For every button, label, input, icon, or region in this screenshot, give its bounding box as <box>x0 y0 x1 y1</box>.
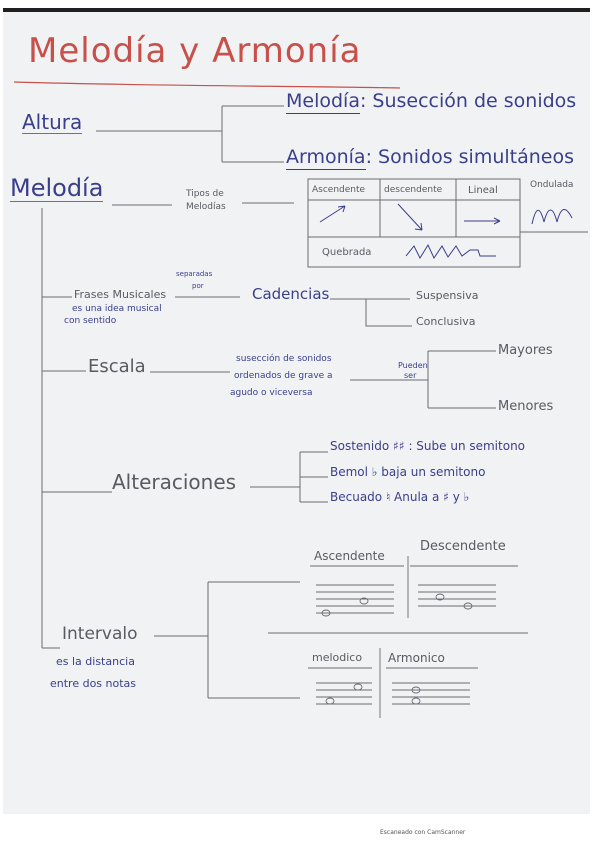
frases-desc-2: con sentido <box>64 316 117 326</box>
sostenido-item: Sostenido ♯♯ : Sube un semitono <box>330 439 526 453</box>
conclusiva-label: Conclusiva <box>416 315 476 328</box>
interval-armonico-label: Armonico <box>388 651 445 665</box>
escala-desc-1: susección de sonidos <box>236 354 332 364</box>
intervalo-desc-2: entre dos notas <box>50 677 137 690</box>
suspensiva-label: Suspensiva <box>416 289 479 302</box>
armonia-term: Armonía <box>286 146 366 170</box>
escala-label: Escala <box>88 356 146 377</box>
pueden-label-1: Pueden <box>398 361 428 370</box>
pueden-label-2: ser <box>404 371 417 380</box>
becuadro-item: Becuado ♮ Anula a ♯ y ♭ <box>330 490 470 504</box>
menores-label: Menores <box>498 399 554 414</box>
bemol-item: Bemol ♭ baja un semitono <box>330 465 486 479</box>
melodia-label: Melodía <box>10 174 104 202</box>
melody-type-descendente: descendente <box>384 185 443 195</box>
frases-label: Frases Musicales <box>74 288 167 301</box>
separadas-label-2: por <box>192 282 204 290</box>
tipos-label-2: Melodías <box>186 202 226 212</box>
melody-type-ondulada: Ondulada <box>530 180 574 190</box>
escala-desc-3: agudo o viceversa <box>230 388 313 398</box>
frases-desc-1: es una idea musical <box>72 304 162 314</box>
altura-label: Altura <box>22 110 83 134</box>
melodia-term: Melodía <box>286 90 360 114</box>
melodia-def-text: : Susección de sonidos <box>359 90 577 112</box>
intervalo-label: Intervalo <box>62 624 138 644</box>
tipos-label-1: Tipos de <box>186 189 224 199</box>
separadas-label-1: separadas <box>176 270 213 278</box>
notebook-page <box>3 8 590 814</box>
melodia-definition: Melodía: Susección de sonidos <box>286 90 577 114</box>
mayores-label: Mayores <box>498 343 553 358</box>
scanner-footer: Escaneado con CamScanner <box>380 829 466 836</box>
interval-melodico-label: melodico <box>312 651 363 664</box>
melody-type-quebrada: Quebrada <box>322 247 372 258</box>
melody-type-ascendente: Ascendente <box>312 185 366 195</box>
intervalo-desc-1: es la distancia <box>56 655 135 668</box>
alteraciones-label: Alteraciones <box>112 470 237 494</box>
page-title: Melodía y Armonía <box>28 31 362 71</box>
melody-type-lineal: Lineal <box>468 185 498 196</box>
cadencias-label: Cadencias <box>252 285 330 303</box>
armonia-def-text: : Sonidos simultáneos <box>365 146 575 168</box>
armonia-definition: Armonía: Sonidos simultáneos <box>286 146 575 170</box>
interval-ascendente-label: Ascendente <box>314 549 385 563</box>
interval-descendente-label: Descendente <box>420 539 506 554</box>
escala-desc-2: ordenados de grave a <box>234 371 333 381</box>
